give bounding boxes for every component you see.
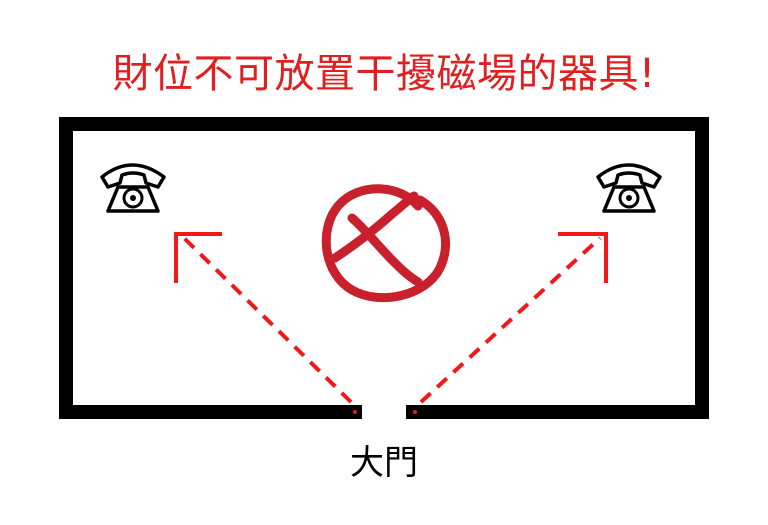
forbidden-x-icon bbox=[321, 184, 451, 303]
wall-left-segment bbox=[59, 117, 709, 419]
door-marker-right bbox=[413, 410, 417, 414]
door-label: 大門 bbox=[350, 443, 418, 483]
arrow-right-head bbox=[558, 232, 608, 283]
telephone-icon bbox=[596, 163, 662, 213]
arrow-left-head bbox=[174, 232, 222, 283]
room-walls bbox=[59, 117, 709, 419]
telephone-icon bbox=[100, 163, 166, 213]
arrow-left-shaft bbox=[182, 236, 353, 404]
arrow-to-left-device bbox=[174, 232, 353, 404]
diagram-title: 財位不可放置干擾磁場的器具! bbox=[112, 51, 656, 97]
door-marker-left bbox=[353, 410, 357, 414]
arrow-right-shaft bbox=[419, 236, 602, 404]
arrow-to-right-device bbox=[419, 232, 608, 404]
